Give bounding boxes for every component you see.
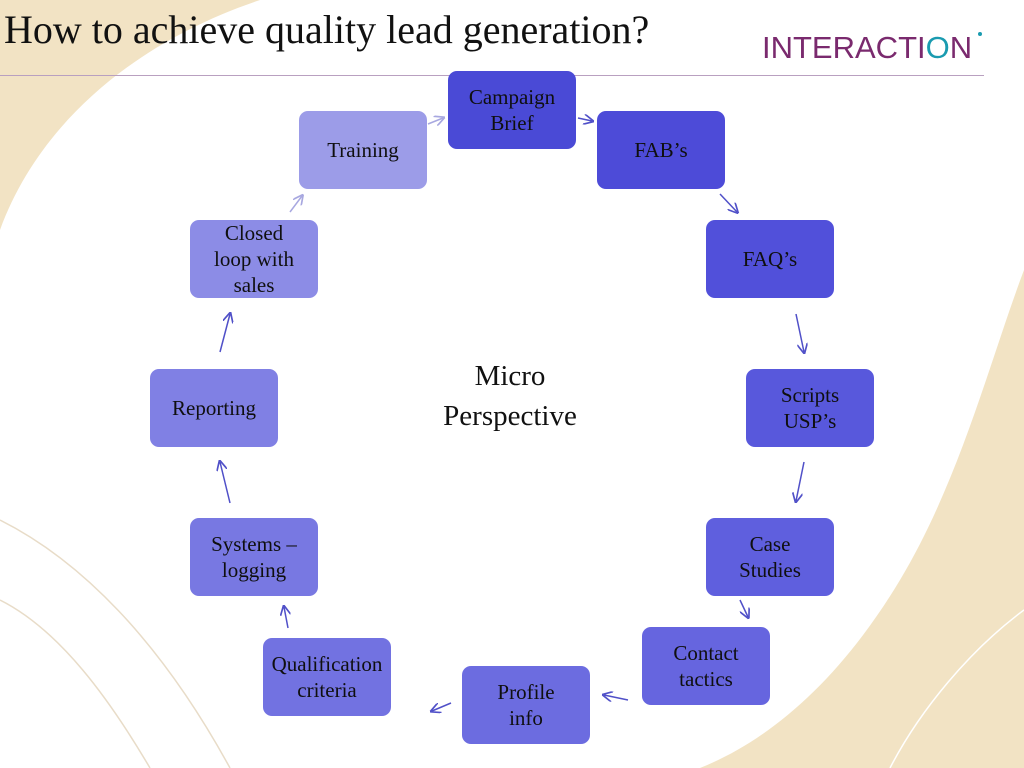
interaction-logo: INTERACTION: [762, 30, 982, 66]
node-profile-info-line: Profile: [497, 680, 555, 704]
arrow-9: [220, 462, 231, 504]
node-closed-loop-line: sales: [233, 273, 275, 297]
arrow-12: [427, 118, 443, 124]
node-case-studies-line: Studies: [739, 558, 801, 582]
node-systems-logging-line: logging: [221, 558, 287, 582]
center-label-line1: Micro: [474, 360, 546, 392]
node-faqs: FAQ’s: [706, 220, 834, 298]
node-fabs-line: FAB’s: [634, 138, 688, 162]
logo-dot-icon: [978, 32, 982, 36]
background-curve-right: [700, 270, 1024, 768]
arrow-8: [284, 607, 288, 629]
node-reporting: Reporting: [150, 369, 278, 447]
node-case-studies-line: Case: [749, 532, 791, 556]
logo-text: INTERACTI: [762, 30, 926, 65]
node-training-line: Training: [327, 138, 399, 162]
arrow-1: [577, 118, 592, 121]
arrow-2: [719, 193, 737, 212]
node-campaign-brief-line: Brief: [490, 111, 534, 135]
node-systems-logging-line: Systems –: [211, 532, 297, 556]
arrow-4: [796, 461, 805, 501]
page-title: How to achieve quality lead generation?: [4, 7, 650, 52]
background-curve-top-left: [0, 0, 260, 230]
node-scripts-usps-line: USP’s: [783, 409, 837, 433]
node-contact-tactics-line: tactics: [679, 667, 733, 691]
node-profile-info-line: info: [509, 706, 543, 730]
node-training: Training: [299, 111, 427, 189]
node-closed-loop-line: Closed: [224, 221, 284, 245]
node-qualification-criteria-line: criteria: [297, 678, 357, 702]
center-label-line2: Perspective: [443, 400, 577, 432]
arrow-11: [289, 196, 302, 213]
arrow-6: [604, 695, 629, 700]
node-scripts-usps-line: Scripts: [780, 383, 840, 407]
node-qualification-criteria-line: Qualification: [271, 652, 383, 676]
node-reporting-line: Reporting: [172, 396, 256, 420]
node-faqs-line: FAQ’s: [742, 247, 798, 271]
node-campaign-brief-line: Campaign: [468, 85, 556, 109]
node-systems-logging: Systems –logging: [190, 518, 318, 596]
center-label: Micro Perspective: [410, 356, 610, 436]
node-contact-tactics-line: Contact: [673, 641, 739, 665]
arrow-10: [219, 314, 230, 353]
node-fabs: FAB’s: [597, 111, 725, 189]
logo-text-o: O: [925, 30, 950, 65]
arrow-5: [739, 599, 748, 617]
arrow-3: [795, 313, 804, 352]
arrow-7: [432, 702, 452, 711]
node-closed-loop-line: loop with: [214, 247, 294, 271]
logo-text-n: N: [949, 30, 973, 65]
